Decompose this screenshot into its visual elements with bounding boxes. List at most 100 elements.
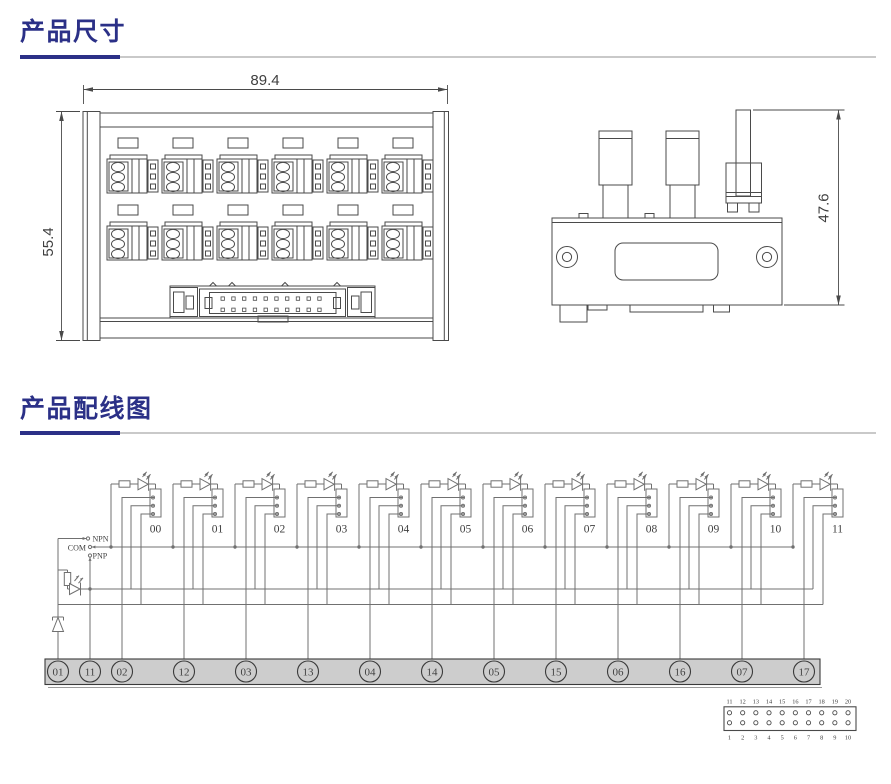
- terminal-12: 12: [172, 660, 196, 683]
- channel-label-07: 07: [584, 524, 596, 536]
- front-terminal-block-r1-c4: [271, 137, 324, 194]
- front-terminal-block-r1-c6: [381, 137, 434, 194]
- terminal-14: 14: [420, 660, 444, 683]
- terminal-11: 11: [78, 660, 102, 683]
- section-title-dimensions: 产品尺寸: [20, 18, 127, 46]
- terminal-label-06: 06: [613, 666, 625, 678]
- idc-bottom-label-6: 6: [794, 735, 797, 742]
- idc-top-label-18: 18: [819, 699, 825, 706]
- terminal-07: 07: [730, 660, 754, 683]
- wiring-channel-10: 10: [729, 471, 782, 659]
- terminal-label-03: 03: [241, 666, 253, 678]
- idc-pin-column-2: 122: [740, 699, 746, 742]
- terminal-16: 16: [668, 660, 692, 683]
- front-terminal-block-r2-c2: [161, 204, 214, 261]
- front-terminal-block-r2-c1: [106, 204, 159, 261]
- idc-pin-column-7: 177: [805, 699, 811, 742]
- terminal-label-07: 07: [737, 666, 749, 678]
- dim-width-value: 89.4: [250, 72, 279, 89]
- protection-diode: [51, 616, 65, 632]
- terminal-label-04: 04: [365, 666, 377, 678]
- terminal-label-01: 01: [53, 666, 64, 678]
- wiring-channel-05: 05: [419, 471, 472, 659]
- wiring-channel-03: 03: [295, 471, 348, 659]
- side-terminal-towers: [578, 130, 700, 219]
- terminal-label-11: 11: [85, 666, 96, 678]
- idc-bottom-label-1: 1: [728, 735, 731, 742]
- dim-side-height-value: 47.6: [816, 193, 833, 222]
- idc-bottom-label-9: 9: [833, 735, 836, 742]
- dimension-height: 55.4: [40, 111, 80, 341]
- idc-pin-column-4: 144: [766, 699, 773, 742]
- idc-top-label-15: 15: [779, 699, 785, 706]
- label-pnp: PNP: [93, 552, 108, 561]
- terminal-02: 02: [110, 660, 134, 683]
- terminal-05: 05: [482, 660, 506, 683]
- channel-label-08: 08: [646, 524, 658, 536]
- channel-label-10: 10: [770, 524, 782, 536]
- front-terminal-blocks: [106, 137, 434, 261]
- idc-top-label-16: 16: [792, 699, 798, 706]
- label-com: COM: [68, 543, 86, 552]
- front-terminal-block-r2-c5: [326, 204, 379, 261]
- title-underline-accent: [20, 431, 120, 435]
- terminal-06: 06: [606, 660, 630, 683]
- channel-label-03: 03: [336, 524, 348, 536]
- idc-top-label-12: 12: [740, 699, 746, 706]
- channel-label-01: 01: [212, 524, 224, 536]
- front-terminal-block-r1-c3: [216, 137, 269, 194]
- terminal-strip: 01 11 02 12 03 13 04 14 05 15 06 16 07 17: [44, 658, 822, 688]
- idc-pin-column-5: 15 5: [779, 699, 785, 742]
- front-terminal-block-r2-c6: [381, 204, 434, 261]
- side-body: [551, 217, 783, 323]
- terminal-label-17: 17: [799, 666, 811, 678]
- dimension-width: 89.4: [83, 72, 448, 104]
- wiring-diagram: NPN COM PNP: [44, 471, 857, 742]
- section-title-wiring: 产品配线图: [20, 395, 153, 423]
- terminal-circles: 01 11 02 12 03 13 04 14 05 15 06 16 07 17: [46, 660, 816, 683]
- terminal-13: 13: [296, 660, 320, 683]
- channel-label-00: 00: [150, 524, 162, 536]
- terminal-label-05: 05: [489, 666, 501, 678]
- terminal-label-16: 16: [675, 666, 687, 678]
- wiring-channel-02: 02: [233, 471, 286, 659]
- idc-pin-column-8: 18 8: [819, 699, 825, 742]
- idc-top-label-19: 19: [832, 699, 838, 706]
- idc-bottom-label-5: 5: [781, 735, 784, 742]
- terminal-01: 01: [46, 660, 70, 683]
- terminal-15: 15: [544, 660, 568, 683]
- channel-label-05: 05: [460, 524, 472, 536]
- idc-top-label-11: 11: [726, 699, 732, 706]
- channel-label-02: 02: [274, 524, 286, 536]
- front-terminal-block-r1-c1: [106, 137, 159, 194]
- channel-label-06: 06: [522, 524, 534, 536]
- idc-bottom-label-10: 10: [845, 735, 851, 742]
- dim-height-value: 55.4: [40, 227, 57, 256]
- idc-top-label-13: 13: [753, 699, 759, 706]
- idc-bottom-label-8: 8: [820, 735, 823, 742]
- idc-pin-column-1: 111: [726, 699, 732, 742]
- side-release-lever: [725, 109, 762, 213]
- side-view-drawing: 47.6: [551, 109, 845, 323]
- title-underline-accent: [20, 55, 120, 59]
- front-terminal-block-r1-c5: [326, 137, 379, 194]
- terminal-label-12: 12: [179, 666, 190, 678]
- terminal-label-14: 14: [427, 666, 439, 678]
- front-terminal-block-r2-c4: [271, 204, 324, 261]
- channel-label-04: 04: [398, 524, 410, 536]
- label-npn: NPN: [93, 535, 109, 544]
- wiring-channel-06: 06: [481, 471, 534, 659]
- front-terminal-block-r1-c2: [161, 137, 214, 194]
- title-underline-gray: [120, 56, 876, 58]
- idc-bottom-label-3: 3: [754, 735, 757, 742]
- idc-bottom-label-7: 7: [807, 735, 810, 742]
- wiring-channel-07: 07: [543, 471, 596, 659]
- front-idc-pins: [220, 296, 322, 312]
- terminal-17: 17: [792, 660, 816, 683]
- wiring-channel-09: 09: [667, 471, 720, 659]
